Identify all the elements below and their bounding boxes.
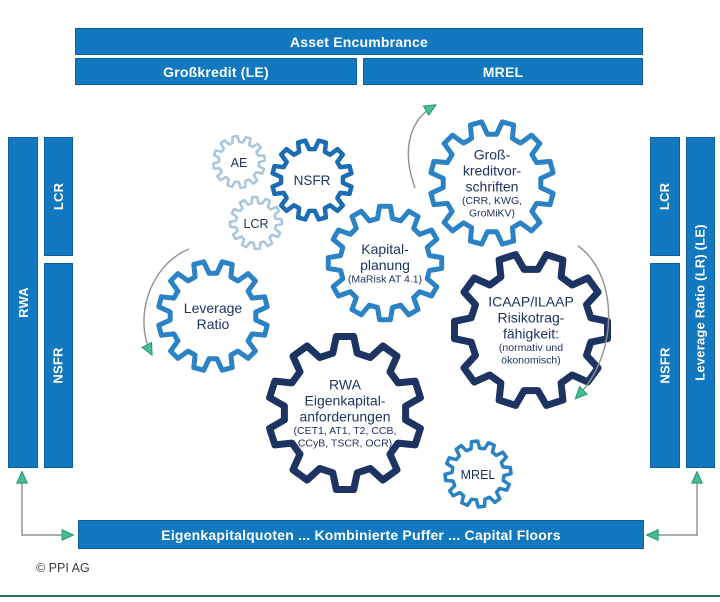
bar-leverage-ratio-right: Leverage Ratio (LR) (LE) bbox=[686, 137, 715, 468]
gear-label-ae: AE bbox=[231, 156, 248, 170]
gear-outline-lcr bbox=[228, 195, 284, 251]
bar-nsfr-right: NSFR bbox=[650, 263, 680, 468]
gear-label-lcr: LCR bbox=[243, 217, 268, 231]
gear-icaap-ilaap: ICAAP/ILAAPRisikotrag-fähigkeit:(normati… bbox=[451, 251, 611, 409]
gear-label-rwa-eigenkapitalanforderungen: anforderungen bbox=[299, 409, 390, 425]
gear-label-kapitalplanung: Kapital- bbox=[361, 241, 409, 257]
bar-lcr-right: LCR bbox=[650, 137, 680, 256]
bar-grosskredit-le-label: Großkredit (LE) bbox=[163, 63, 269, 80]
bar-mrel-top: MREL bbox=[363, 58, 643, 85]
gear-grosskreditvorschriften: Groß-kreditvor-schriften(CRR, KWG,GroMiK… bbox=[428, 119, 556, 247]
gear-label-kapitalplanung: (MaRisk AT 4.1) bbox=[348, 273, 422, 285]
gears-group: AE NSFR LCR Groß-kreditvor-schriften(CRR, K… bbox=[156, 119, 611, 509]
gear-label-leverage-ratio: Leverage bbox=[184, 300, 243, 316]
gear-label-grosskreditvorschriften: GroMiKV) bbox=[469, 208, 515, 220]
curved-arrow-up-grosskredit bbox=[407, 106, 434, 189]
gear-outline-icaap-ilaap bbox=[451, 251, 611, 409]
gear-outline-grosskreditvorschriften bbox=[428, 119, 556, 247]
gear-label-icaap-ilaap: ICAAP/ILAAP bbox=[488, 294, 574, 310]
curved-arrow-down-icaap bbox=[577, 245, 610, 397]
gear-outline-nsfr bbox=[270, 138, 354, 222]
bar-asset-encumbrance: Asset Encumbrance bbox=[75, 28, 643, 55]
gear-label-grosskreditvorschriften: kreditvor- bbox=[463, 163, 522, 179]
gear-outline-leverage-ratio bbox=[156, 259, 270, 373]
footer-divider-line bbox=[0, 595, 720, 597]
gear-label-rwa-eigenkapitalanforderungen: RWA bbox=[329, 377, 362, 393]
gear-label-kapitalplanung: planung bbox=[360, 257, 410, 273]
bar-lcr-left: LCR bbox=[44, 137, 73, 256]
gear-label-leverage-ratio: Ratio bbox=[197, 316, 230, 332]
bar-mrel-top-label: MREL bbox=[482, 63, 524, 80]
gear-mrel: MREL bbox=[443, 439, 513, 509]
gear-label-icaap-ilaap: ökonomisch) bbox=[501, 355, 561, 367]
gear-label-grosskreditvorschriften: Groß- bbox=[474, 147, 511, 163]
gear-outline-kapitalplanung bbox=[325, 203, 445, 323]
gear-label-mrel: MREL bbox=[461, 468, 496, 482]
gear-label-icaap-ilaap: fähigkeit: bbox=[503, 326, 559, 342]
bar-grosskredit-le: Großkredit (LE) bbox=[75, 58, 357, 85]
bar-eigenkapitalquoten-label: Eigenkapitalquoten ... Kombinierte Puffe… bbox=[161, 526, 561, 543]
gear-label-grosskreditvorschriften: (CRR, KWG, bbox=[462, 195, 522, 207]
gear-label-nsfr: NSFR bbox=[294, 173, 331, 188]
gear-nsfr: NSFR bbox=[270, 138, 354, 222]
bar-asset-encumbrance-label: Asset Encumbrance bbox=[289, 33, 428, 50]
gear-label-rwa-eigenkapitalanforderungen: Eigenkapital- bbox=[305, 393, 386, 409]
gear-outline-mrel bbox=[443, 439, 513, 509]
copyright-text: © PPI AG bbox=[36, 561, 90, 575]
gear-outline-rwa-eigenkapitalanforderungen bbox=[266, 333, 424, 493]
bar-eigenkapitalquoten: Eigenkapitalquoten ... Kombinierte Puffe… bbox=[78, 520, 644, 549]
gear-kapitalplanung: Kapital-planung(MaRisk AT 4.1) bbox=[325, 203, 445, 323]
curved-arrow-down-leverage bbox=[144, 248, 190, 353]
bar-rwa-left: RWA bbox=[8, 137, 38, 468]
gear-lcr: LCR bbox=[228, 195, 284, 251]
gear-outline-ae bbox=[211, 134, 267, 190]
gear-label-grosskreditvorschriften: schriften bbox=[466, 179, 519, 195]
gear-label-rwa-eigenkapitalanforderungen: (CET1, AT1, T2, CCB, bbox=[294, 425, 397, 437]
gear-ae: AE bbox=[211, 134, 267, 190]
gear-label-rwa-eigenkapitalanforderungen: CCyB, TSCR, OCR) bbox=[298, 438, 392, 450]
bar-nsfr-left: NSFR bbox=[44, 263, 73, 468]
gear-label-icaap-ilaap: Risikotrag- bbox=[498, 310, 565, 326]
gear-label-icaap-ilaap: (normativ und bbox=[499, 342, 563, 354]
